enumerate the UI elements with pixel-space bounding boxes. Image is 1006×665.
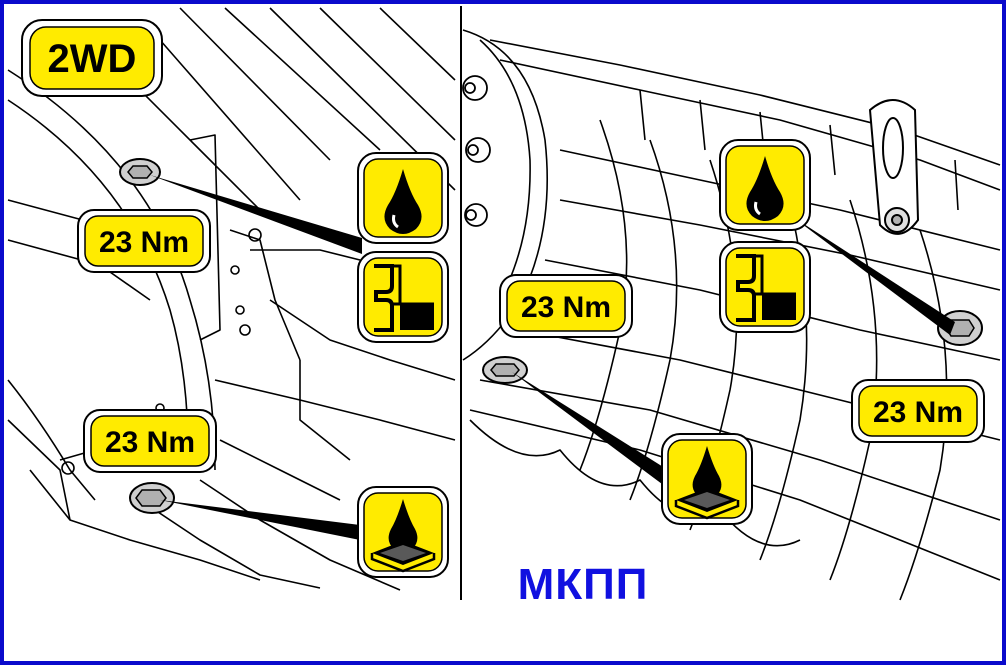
torque-value: 23 Nm	[99, 226, 189, 259]
oil-drop-icon	[718, 138, 812, 232]
lifting-eye	[868, 99, 920, 235]
torque-label-right-drain: 23 Nm	[499, 274, 633, 338]
oil-level-icon	[718, 240, 812, 334]
leader-right-fill	[790, 215, 955, 335]
transmission-caption: МКПП	[517, 560, 649, 609]
oil-drop-icon	[356, 151, 450, 245]
left-drain-plug	[129, 482, 175, 514]
torque-value: 23 Nm	[105, 426, 195, 459]
torque-value: 23 Nm	[873, 396, 963, 429]
leader-right-drain	[512, 372, 668, 484]
flange-bolts	[462, 75, 491, 227]
torque-label-left-upper: 23 Nm	[77, 209, 211, 273]
oil-drain-icon	[660, 432, 754, 526]
leader-left-drain	[160, 500, 360, 540]
right-drain-plug	[482, 356, 528, 384]
leader-left-fill	[150, 175, 362, 254]
torque-value: 23 Nm	[521, 291, 611, 324]
oil-drain-icon	[356, 485, 450, 579]
torque-label-left-lower: 23 Nm	[83, 409, 217, 473]
torque-label-right-fill: 23 Nm	[851, 379, 985, 443]
drive-type-text: 2WD	[48, 37, 137, 81]
left-fill-plug	[119, 158, 161, 186]
oil-level-icon	[356, 250, 450, 344]
drive-type-badge: 2WD	[21, 19, 163, 97]
